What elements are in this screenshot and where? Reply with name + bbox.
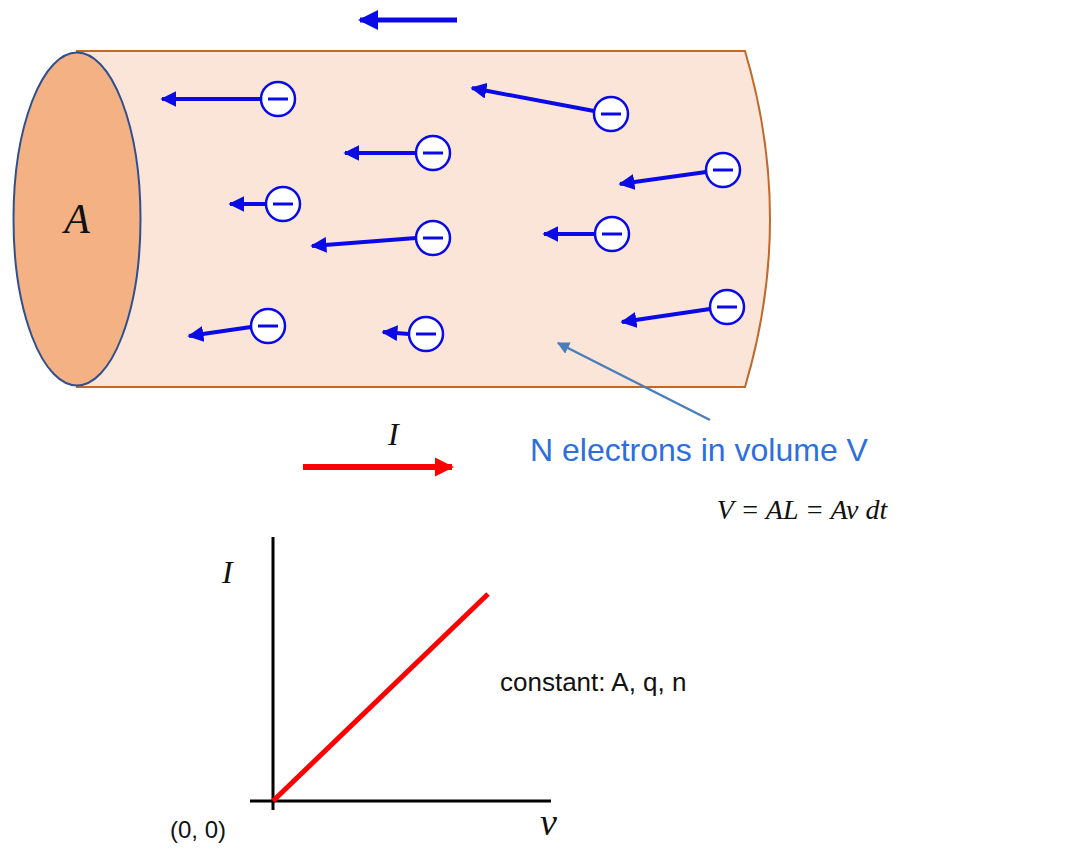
- graph-line: [273, 594, 488, 801]
- electrons: [162, 82, 744, 351]
- constants-note: constant: A, q, n: [500, 667, 686, 698]
- wire-body: [77, 51, 770, 387]
- current-arrow: [303, 464, 452, 470]
- node-text: A: [64, 195, 90, 243]
- cross-section: A: [12, 51, 142, 387]
- origin-label: (0, 0): [170, 816, 226, 844]
- axis-label: v: [540, 800, 557, 844]
- leader-arrow: [558, 343, 710, 420]
- ellipse-shape: [14, 53, 141, 386]
- current-label: I: [388, 416, 399, 453]
- drift-arrow: [360, 18, 457, 23]
- axis-label: I: [222, 554, 233, 591]
- electron-note: N electrons in volume V: [530, 432, 868, 469]
- volume-formula: V = AL = Av dt: [717, 494, 887, 526]
